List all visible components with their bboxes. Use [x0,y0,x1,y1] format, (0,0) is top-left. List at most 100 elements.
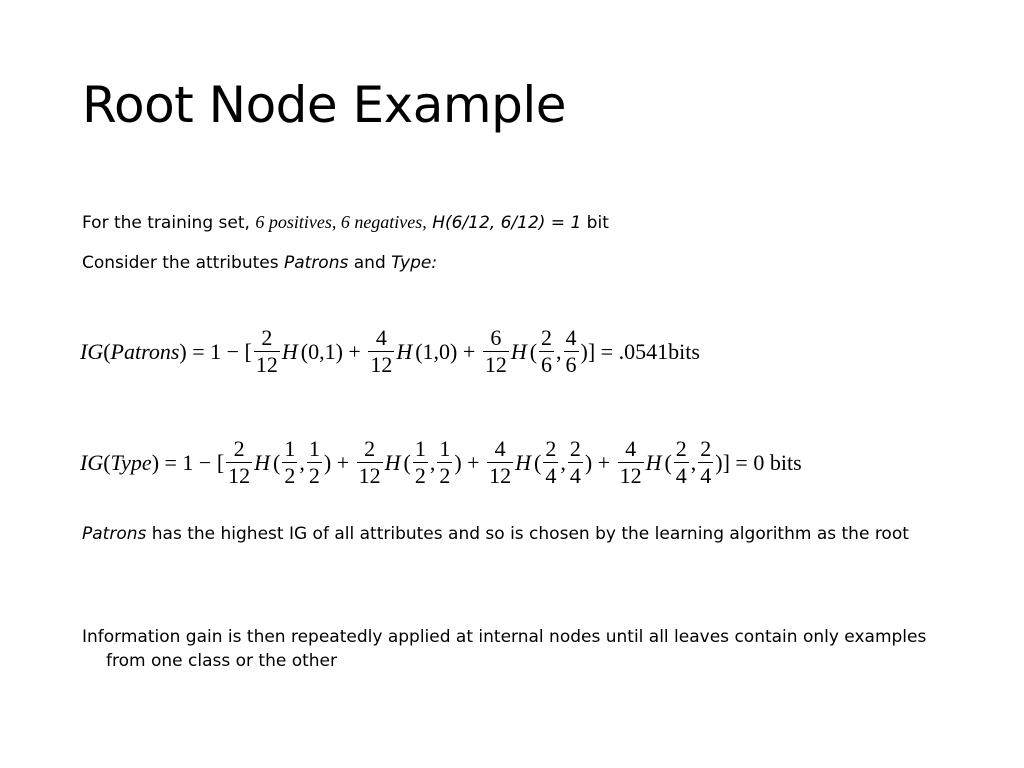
eq1-ig: IG [80,338,104,364]
eq2-b3-den: 4 [569,463,581,488]
eq2-f4-num: 4 [625,436,637,461]
eq1-f2-num: 4 [375,325,387,350]
root-entropy: H(6/12, 6/12) = 1 [426,213,582,233]
eq2-b1-num: 1 [308,436,320,461]
eq2-comma1: , [299,449,305,475]
eq2-lhs-close: ) [151,449,160,475]
attributes-lead: Consider the attributes [82,253,284,273]
eq1-h1: H [281,338,298,364]
eq1-one-minus: = 1 − [ [186,338,252,364]
eq2-one-minus: = 1 − [ [159,449,225,475]
eq2-a1-num: 1 [284,436,296,461]
eq2-f4-den: 12 [619,463,642,488]
eq2-comma3: , [560,449,566,475]
eq2-h2: H [384,449,401,475]
eq1-lhs-open: ( [103,338,111,364]
eq2-plus3: + [592,449,616,475]
training-set-lead: For the training set, [82,213,256,233]
eq2-b2-den: 2 [439,463,451,488]
eq2-a3-num: 2 [545,436,557,461]
slide-title: Root Node Example [82,76,566,134]
eq2-close2: ) [454,449,462,475]
eq2-comma2: , [429,449,436,475]
attributes-and: and [348,253,392,273]
eq2-result: )] = 0 bits [715,449,802,475]
eq2-f1-den: 12 [228,463,251,488]
eq1-plus2: + [457,338,481,364]
eq2-plus2: + [461,449,486,475]
eq1-args1: (0,1) [300,338,343,364]
attribute-type: Type: [391,253,438,273]
eq2-a3-den: 4 [545,463,557,488]
eq1-f1-den: 12 [255,352,278,377]
eq2-a4-num: 2 [675,436,687,461]
eq2-b1-den: 2 [308,463,320,488]
eq2-b4-den: 4 [700,463,712,488]
eq2-b4-num: 2 [700,436,712,461]
eq2-plus1: + [331,449,355,475]
eq2-open4: ( [664,449,672,475]
eq2-open1: ( [273,449,281,475]
training-set-line: For the training set, 6 positives, 6 neg… [82,210,609,235]
eq1-plus1: + [342,338,367,364]
conclusion-attr: Patrons [82,524,147,544]
final-paragraph: Information gain is then repeatedly appl… [82,627,927,671]
eq1-h2: H [396,338,413,364]
eq1-lhs-close: ) [179,338,187,364]
eq1-f3-den: 12 [484,352,507,377]
eq1-comma3: , [556,338,562,364]
eq2-close1: ) [323,449,332,475]
eq1-b3-den: 6 [565,352,577,377]
eq2-a2-den: 2 [414,463,426,488]
eq2-a2-num: 1 [414,436,426,461]
eq1-f3-num: 6 [490,325,502,350]
eq2-f3-num: 4 [494,436,506,461]
class-counts: 6 positives, 6 negatives, [255,212,427,232]
eq2-f2-den: 12 [358,463,381,488]
eq2-lhs-open: ( [103,449,111,475]
eq1-f1-num: 2 [261,325,273,350]
eq1-result: )] = .0541bits [580,338,700,364]
eq1-args2: (1,0) [415,338,458,364]
eq1-f2-den: 12 [370,352,393,377]
eq2-open3: ( [533,449,542,475]
eq2-h1: H [254,449,271,475]
eq2-lhs-attr: Type [110,449,152,475]
entropy-unit: bit [581,213,609,233]
eq2-comma4: , [690,449,697,475]
attributes-line: Consider the attributes Patrons and Type… [82,251,437,275]
eq2-f1-num: 2 [233,436,245,461]
eq1-b3-num: 4 [565,325,577,350]
conclusion-paragraph: Patrons has the highest IG of all attrib… [82,522,956,546]
eq2-h3: H [515,449,531,475]
conclusion-text: has the highest IG of all attributes and… [146,524,909,544]
eq2-a1-den: 2 [284,463,296,488]
attribute-patrons: Patrons [283,253,349,273]
eq2-b2-num: 1 [439,436,451,461]
eq1-a3-num: 2 [541,325,553,350]
eq1-h3: H [510,338,527,364]
eq2-open2: ( [403,449,411,475]
eq2-b3-num: 2 [569,436,581,461]
eq1-open3: ( [529,338,538,364]
eq2-f3-den: 12 [489,463,512,488]
